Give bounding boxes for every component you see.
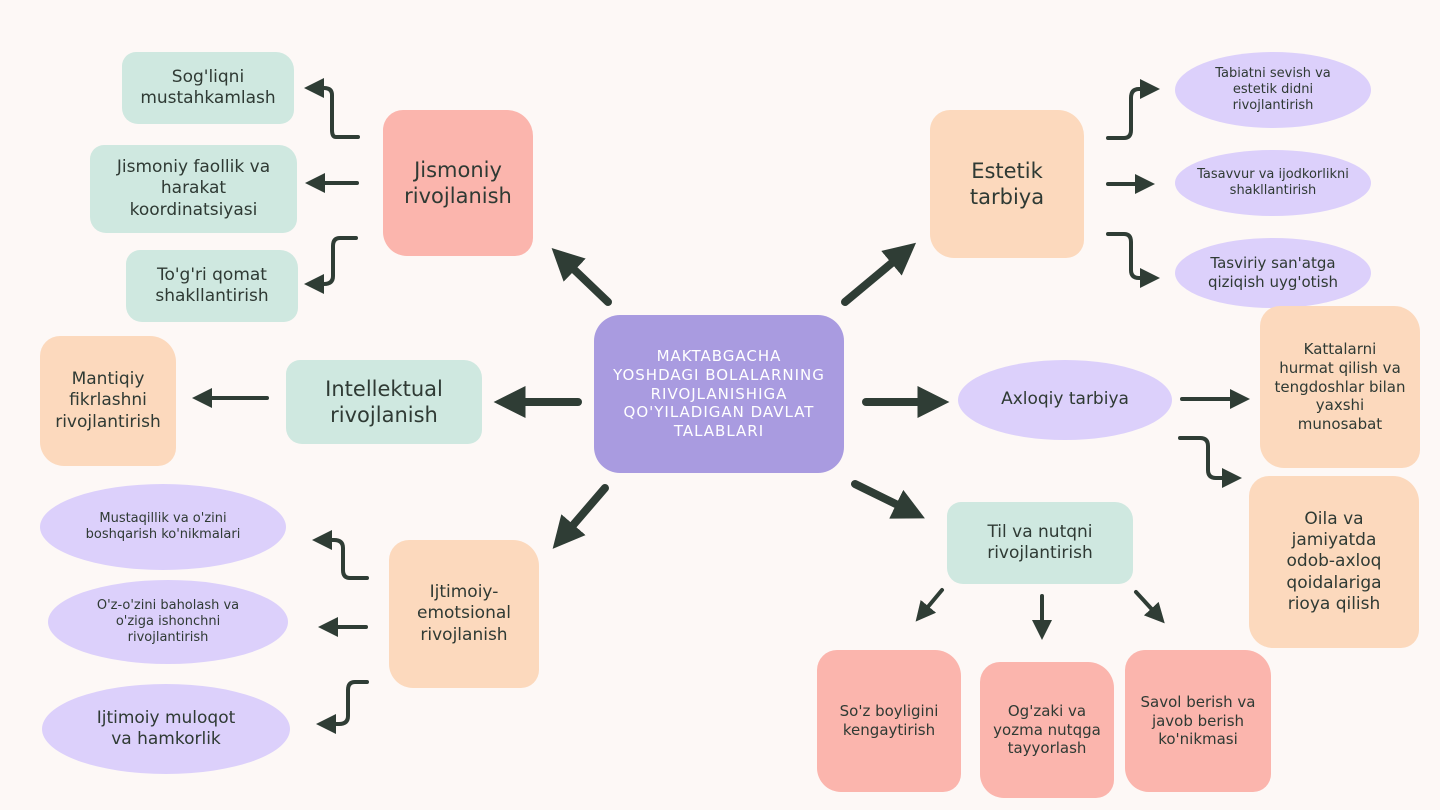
arrow-estetik-3	[1106, 232, 1160, 288]
til-item-2: Og'zaki va yozma nutqga tayyorlash	[980, 662, 1114, 798]
til-item-1: So'z boyligini kengaytirish	[817, 650, 961, 792]
arrow-estetik-1	[1106, 79, 1160, 140]
estetik-item-2: Tasavvur va ijodkorlikni shakllantirish	[1175, 150, 1371, 216]
jismoniy-item-2: Jismoniy faollik va harakat koordinatsiy…	[90, 145, 297, 233]
branch-jismoniy: Jismoniy rivojlanish	[383, 110, 533, 256]
axloqiy-item-2: Oila va jamiyatda odob-axloq qoidalariga…	[1249, 476, 1419, 648]
ijtimoiy-item-2: O'z-o'zini baholash va o'ziga ishonchni …	[48, 580, 288, 664]
arrow-til-3	[1134, 590, 1165, 624]
til-item-3: Savol berish va javob berish ko'nikmasi	[1125, 650, 1271, 792]
estetik-item-1: Tabiatni sevish va estetik didni rivojla…	[1175, 52, 1371, 128]
branch-til: Til va nutqni rivojlantirish	[947, 502, 1133, 584]
arrow-to-jismoniy	[551, 248, 612, 306]
arrow-til-1	[915, 588, 944, 622]
ijtimoiy-item-3: Ijtimoiy muloqot va hamkorlik	[42, 684, 290, 774]
branch-estetik: Estetik tarbiya	[930, 110, 1084, 258]
arrow-jismoniy-1	[304, 78, 360, 139]
arrow-ijtimoiy-1	[312, 530, 369, 580]
arrow-ijtimoiy-3	[316, 680, 369, 734]
center-title-box: MAKTABGACHA YOSHDAGI BOLALARNING RIVOJLA…	[594, 315, 844, 473]
axloqiy-item-1: Kattalarni hurmat qilish va tengdoshlar …	[1260, 306, 1420, 468]
branch-intellektual: Intellektual rivojlanish	[286, 360, 482, 444]
intellektual-item-1: Mantiqiy fikrlashni rivojlantirish	[40, 336, 176, 466]
jismoniy-item-1: Sog'liqni mustahkamlash	[122, 52, 294, 124]
arrow-to-estetik	[841, 242, 917, 306]
jismoniy-item-3: To'g'ri qomat shakllantirish	[126, 250, 298, 322]
arrow-axloqiy-2	[1178, 436, 1242, 488]
arrow-to-ijtimoiy	[552, 484, 609, 549]
branch-axloqiy: Axloqiy tarbiya	[958, 360, 1172, 440]
arrow-to-til	[851, 480, 925, 519]
ijtimoiy-item-1: Mustaqillik va o'zini boshqarish ko'nikm…	[40, 484, 286, 570]
branch-ijtimoiy: Ijtimoiy- emotsional rivojlanish	[389, 540, 539, 688]
arrow-jismoniy-3	[304, 236, 358, 294]
estetik-item-3: Tasviriy san'atga qiziqish uyg'otish	[1175, 238, 1371, 308]
